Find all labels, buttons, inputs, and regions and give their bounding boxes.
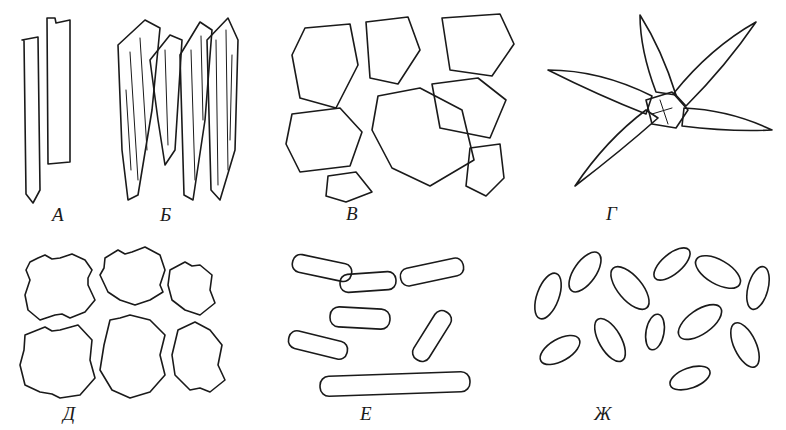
star-crystal <box>548 15 772 186</box>
panel-letter: Г <box>606 204 617 225</box>
angular-fragments <box>286 14 514 202</box>
panel-letter: Ж <box>594 404 611 425</box>
oval-grains <box>529 242 773 394</box>
fibrous-crystals <box>118 18 238 200</box>
panel-letter: Б <box>160 205 171 226</box>
panel-letter: В <box>346 204 358 225</box>
prism-crystals <box>22 18 70 203</box>
rod-crystals <box>287 253 471 397</box>
panel-letter: А <box>52 205 64 226</box>
irregular-grains <box>20 247 225 398</box>
panel-letter: Е <box>360 404 372 425</box>
panel-letter: Д <box>63 404 75 425</box>
